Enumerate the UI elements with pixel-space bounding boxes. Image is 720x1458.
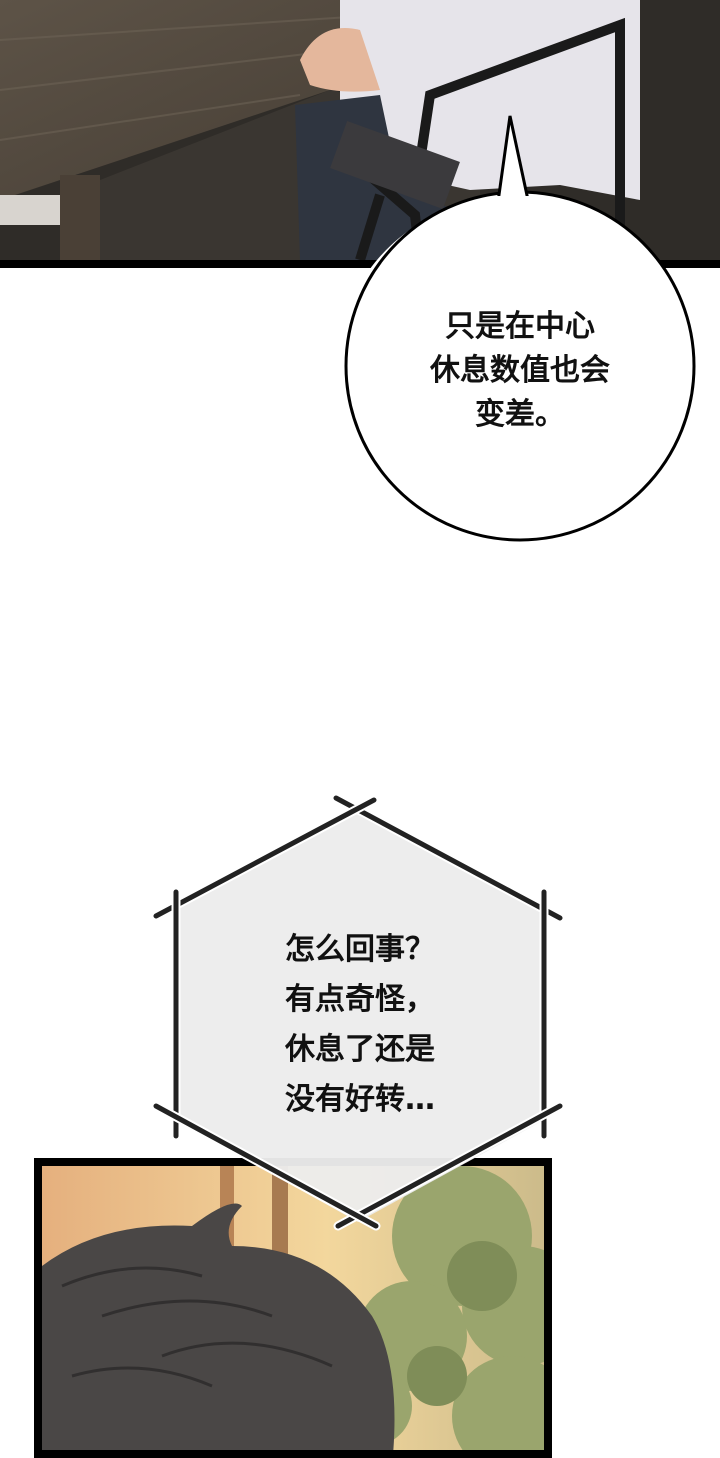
- thought-bubble-text: 怎么回事？ 有点奇怪， 休息了还是 没有好转…: [160, 925, 560, 1125]
- thought-line: 有点奇怪，: [160, 975, 560, 1025]
- thought-line: 怎么回事？: [160, 925, 560, 975]
- thought-line: 没有好转…: [160, 1075, 560, 1125]
- thought-line: 休息了还是: [160, 1025, 560, 1075]
